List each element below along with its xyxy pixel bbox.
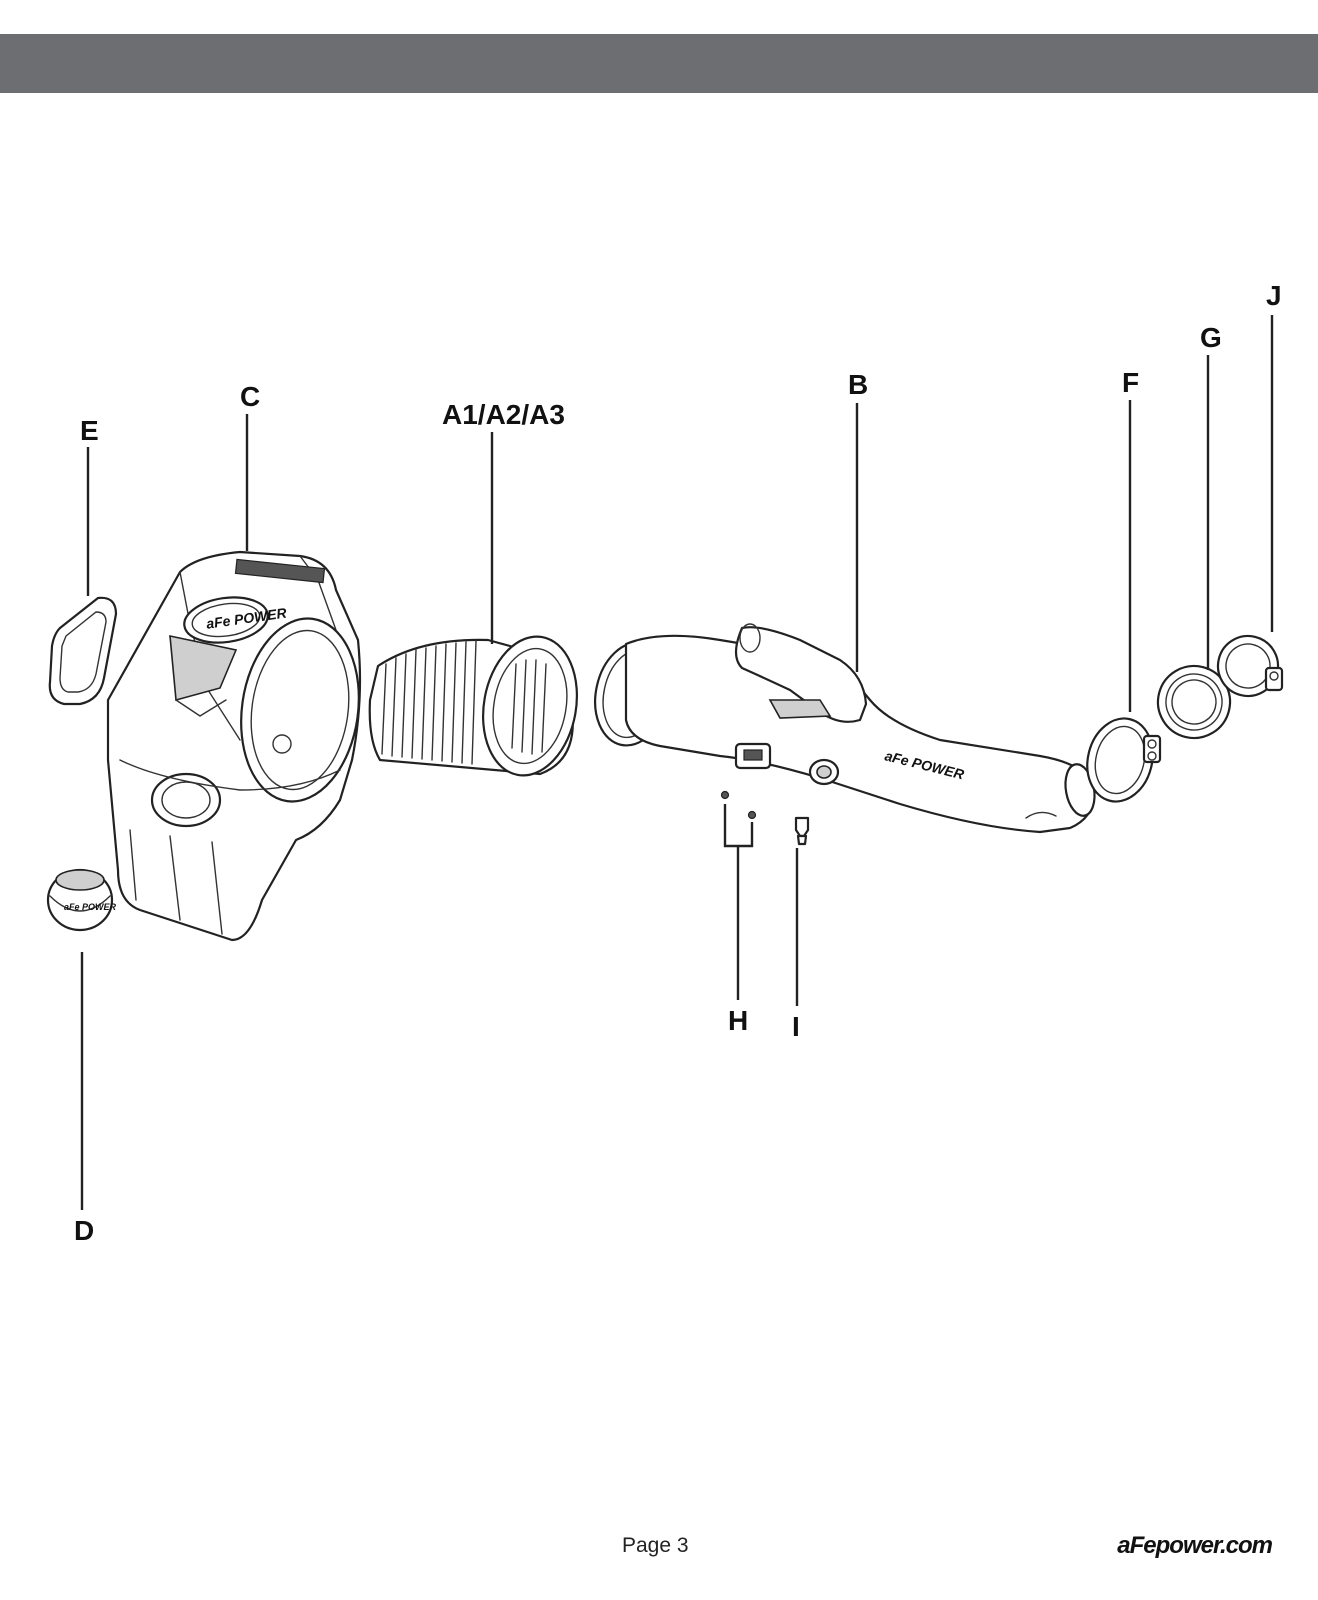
part-i-fitting [794,816,810,846]
part-h-screws [720,790,757,848]
label-e: E [80,415,99,446]
part-j-clamp [1216,634,1284,698]
label-f: F [1122,367,1139,398]
label-g: G [1200,322,1222,353]
part-f-clamp [1086,717,1162,803]
part-e-gasket [48,596,118,706]
part-d-cap: aFe POWER [46,868,117,932]
part-a-filter [368,635,579,777]
cap-logo: aFe POWER [64,902,117,912]
part-g-coupler [1156,664,1232,740]
label-a: A1/A2/A3 [442,399,565,430]
part-b-intake-tube: aFe POWER [594,623,1096,834]
part-c-airbox: aFe POWER [106,550,362,942]
label-j: J [1266,280,1282,311]
label-i: I [792,1011,800,1042]
website-link[interactable]: aFepower.com [1117,1532,1273,1559]
label-d: D [74,1215,94,1246]
label-c: C [240,381,260,412]
label-b: B [848,369,868,400]
page-number: Page 3 [622,1534,689,1557]
header-bar [0,34,1318,93]
label-h: H [728,1005,748,1036]
